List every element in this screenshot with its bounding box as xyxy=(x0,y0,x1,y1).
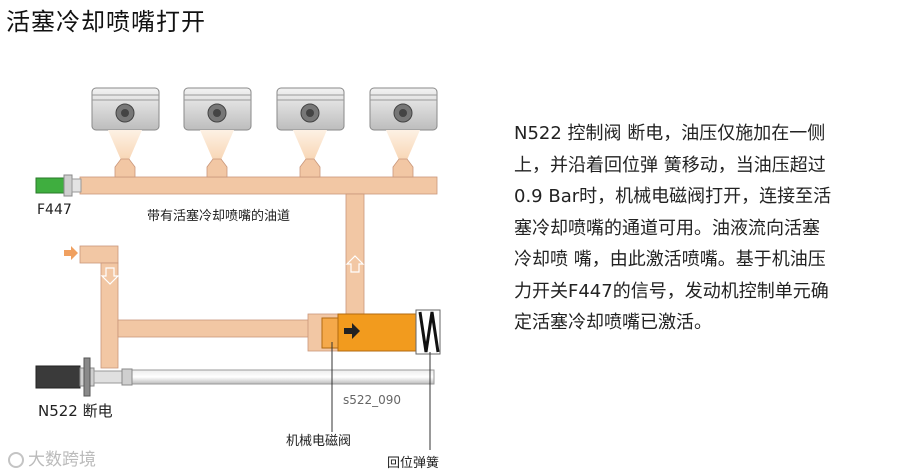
valve-spool xyxy=(321,317,339,349)
spray-cone-1 xyxy=(108,130,142,160)
valve-rod xyxy=(129,369,435,385)
spray-cone-2 xyxy=(200,130,234,160)
piston-1 xyxy=(91,87,160,131)
description-line: 上，并沿着回位弹 簧移动，当油压超过 xyxy=(514,154,826,176)
description-line: 定活塞冷却喷嘴已激活。 xyxy=(514,312,712,333)
piston-2 xyxy=(183,87,252,131)
flow-arrows xyxy=(100,255,365,285)
spray-cone-4 xyxy=(386,130,420,160)
f447-pressure-switch xyxy=(35,174,82,197)
watermark-text: 大数跨境 xyxy=(28,450,96,470)
figure-code: s522_090 xyxy=(343,393,402,407)
n522-solenoid xyxy=(35,357,133,397)
watermark-icon xyxy=(8,452,24,468)
description: N522 控制阀 断电，油压仅施加在一侧 上，并沿着回位弹 簧移动，当油压超过 … xyxy=(514,118,898,339)
piston-4 xyxy=(369,87,438,131)
description-line: N522 控制阀 断电，油压仅施加在一侧 xyxy=(514,123,826,144)
valve-arrow xyxy=(344,323,360,339)
description-line: 0.9 Bar时，机械电磁阀打开，连接至活 xyxy=(514,186,832,207)
f447-label: F447 xyxy=(37,202,72,218)
watermark: 大数跨境 xyxy=(8,445,96,470)
channel-label: 带有活塞冷却喷嘴的油道 xyxy=(147,209,291,224)
return-spring xyxy=(415,309,441,355)
description-line: 冷却喷 嘴，由此激活喷嘴。基于机油压 xyxy=(514,249,826,270)
inlet-arrow xyxy=(64,246,78,260)
description-line: 塞冷却喷嘴的通道可用。油液流向活塞 xyxy=(514,217,820,239)
spray-cone-3 xyxy=(293,130,327,160)
n522-label: N522 断电 xyxy=(38,402,113,420)
page-title: 活塞冷却喷嘴打开 xyxy=(6,8,206,36)
description-line: 力开关F447的信号，发动机控制单元确 xyxy=(514,280,829,302)
spring-label: 回位弹簧 xyxy=(387,456,440,471)
valve-label: 机械电磁阀 xyxy=(286,434,352,449)
piston-3 xyxy=(276,87,345,131)
